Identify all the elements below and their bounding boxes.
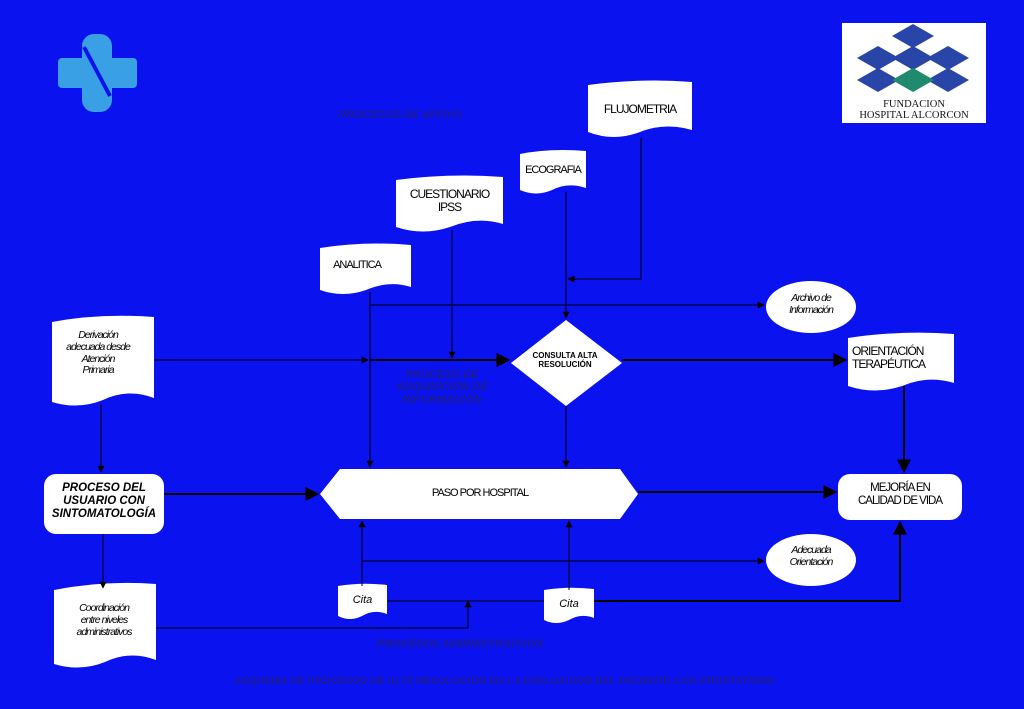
- node-consulta: CONSULTA ALTA RESOLUCIÓN: [532, 351, 598, 369]
- document-shape-derivacion: [52, 315, 154, 406]
- hexagon-paso-hospital: [320, 469, 638, 519]
- node-cita-right: Cita: [559, 598, 579, 610]
- document-shape-coordinacion: [54, 582, 156, 668]
- node-ecografia: ECOGRAFIA: [525, 164, 582, 176]
- document-shape-cuestionario: [396, 175, 503, 232]
- document-shape-analitica: [320, 243, 411, 294]
- node-cuestionario: CUESTIONARIO IPSS: [409, 187, 490, 215]
- document-shape-orientacion: [848, 332, 954, 391]
- diagram-caption: ESQUEMA DE PROCESOS DE ALTA RESOLUCIÓN E…: [234, 675, 776, 687]
- node-fluxometria: FLUJOMETRIA: [603, 102, 677, 116]
- logo-line1: FUNDACION: [883, 99, 945, 110]
- node-proceso-usuario: PROCESO DEL USUARIO CON SINTOMATOLOGÍA: [51, 482, 157, 520]
- fundacion-logo-diamonds-icon: [857, 24, 969, 92]
- document-shape-fluxometria: [588, 80, 692, 137]
- document-shape-ecografia: [520, 150, 586, 194]
- node-orientacion: ORIENTACIÓN TERAPÉUTICA: [852, 344, 926, 372]
- node-analitica: ANALITICA: [333, 259, 382, 271]
- node-coordinacion: Coordinación entre niveles administrativ…: [76, 602, 132, 638]
- ellipse-archivo: [766, 281, 856, 333]
- label-proceso-adquisicion: PROCESO DE ADQUISICIÓN DE INFORMACIÓN: [396, 369, 488, 406]
- label-procesos-apoyo: PROCESOS DE APOYO: [338, 109, 462, 121]
- box-proceso-usuario: [44, 474, 164, 534]
- diamond-consulta: [511, 320, 622, 406]
- node-derivacion: Derivación adecuada desde Atención Prima…: [66, 329, 131, 377]
- document-shape-cita-left: [338, 583, 387, 619]
- node-archivo: Archivo de Información: [789, 292, 834, 316]
- cross-logo-icon: [58, 34, 137, 112]
- ellipse-adecuada: [766, 534, 856, 586]
- label-procesos-administrativos: PROCESOS ADMINISTRATIVOS: [376, 638, 544, 650]
- document-shape-cita-right: [544, 587, 594, 623]
- box-mejoria: [838, 474, 962, 520]
- logo-line2: HOSPITAL ALCORCON: [859, 110, 969, 121]
- fundacion-logo-text: FUNDACION HOSPITAL ALCORCON: [842, 23, 986, 123]
- node-mejoria: MEJORÍA EN CALIDAD DE VIDA: [857, 482, 943, 507]
- node-adecuada: Adecuada Orientación: [789, 544, 834, 568]
- node-paso-hospital: PASO POR HOSPITAL: [431, 487, 529, 499]
- node-cita-left: Cita: [352, 594, 373, 606]
